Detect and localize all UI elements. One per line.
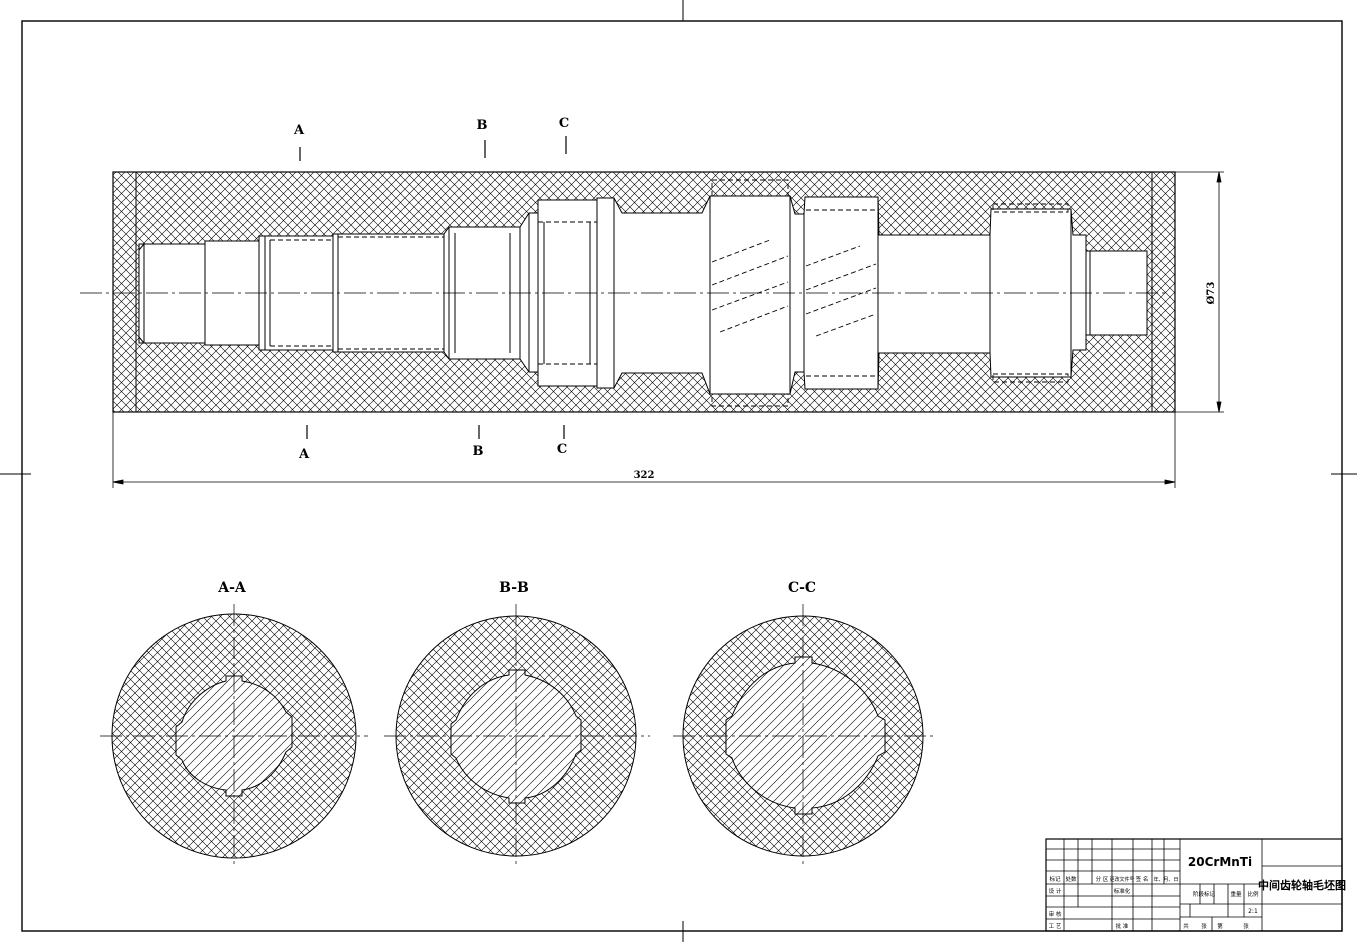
section-mark-c-top: C xyxy=(559,116,569,131)
length-dimension xyxy=(112,412,1176,488)
finished-shaft-profile xyxy=(138,195,1148,395)
section-view-aa xyxy=(100,604,368,868)
tb-design-label: 设 计 xyxy=(1049,887,1062,895)
tb-approve-label: 批 准 xyxy=(1116,922,1129,930)
tb-mark-label: 标记 xyxy=(1049,875,1061,883)
tb-weight-label: 重量 xyxy=(1230,890,1242,898)
section-title-bb: B-B xyxy=(499,580,529,596)
title-block-drawing-title: 中间齿轮轴毛坯图 xyxy=(1258,878,1346,892)
tb-total-label: 共 xyxy=(1183,922,1189,930)
tb-sheet2-label: 张 xyxy=(1243,922,1249,930)
section-title-cc: C-C xyxy=(788,580,816,596)
section-mark-b-top: B xyxy=(477,118,488,133)
tb-doc-label: 更改文件号 xyxy=(1109,876,1134,883)
tb-sheet-label: 张 xyxy=(1201,922,1207,930)
diameter-dimension-text: Ø73 xyxy=(1206,282,1217,305)
tb-review-label: 审 核 xyxy=(1049,910,1062,918)
diameter-dimension xyxy=(1175,171,1224,413)
section-view-bb xyxy=(384,604,650,868)
section-title-aa: A-A xyxy=(217,580,247,596)
tb-stage-label: 阶段标记 xyxy=(1193,890,1216,898)
title-block-scale: 2:1 xyxy=(1248,908,1258,915)
tb-ratio-label: 比例 xyxy=(1247,890,1259,898)
title-block-material: 20CrMnTi xyxy=(1188,855,1252,869)
section-mark-c-bottom: C xyxy=(557,442,567,457)
length-dimension-text: 322 xyxy=(634,470,655,481)
section-mark-a-top: A xyxy=(293,123,305,138)
tb-process-label: 工 艺 xyxy=(1049,923,1062,930)
tb-nth-label: 第 xyxy=(1217,922,1223,930)
title-block-labels: 标记 处数 分 区 更改文件号 签 名 年、月、日 设 计 标准化 阶段标记 重… xyxy=(1049,875,1259,930)
section-cut-markers xyxy=(299,136,567,439)
title-block xyxy=(1045,838,1343,932)
tb-standard-label: 标准化 xyxy=(1114,887,1131,895)
shaft-blank-view xyxy=(80,171,1176,413)
tb-date-label: 年、月、日 xyxy=(1153,876,1178,883)
section-mark-b-bottom: B xyxy=(473,444,484,459)
tb-sign-label: 签 名 xyxy=(1136,875,1149,883)
section-view-cc xyxy=(673,604,934,868)
tb-zone-label: 分 区 xyxy=(1096,875,1109,883)
section-mark-a-bottom: A xyxy=(298,447,310,462)
tb-count-label: 处数 xyxy=(1065,875,1077,883)
